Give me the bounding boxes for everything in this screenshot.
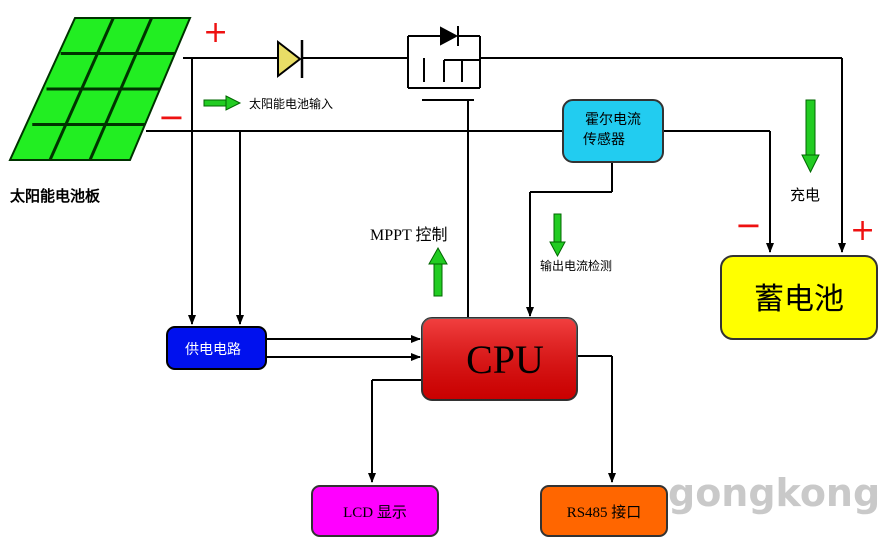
charge-label: 充电	[790, 186, 820, 204]
mppt-label: MPPT 控制	[370, 226, 448, 244]
rs485-label: RS485 接口	[567, 504, 642, 521]
diode-icon	[277, 39, 304, 79]
charge-arrow-icon	[801, 99, 820, 174]
power-circuit-label: 供电电路	[185, 342, 241, 358]
input-arrow-icon	[203, 95, 242, 111]
battery-plus-sign: +	[850, 213, 875, 248]
hall-sensor-box: 霍尔电流 传感器	[562, 99, 664, 163]
hall-sensor-line2: 传感器	[583, 131, 625, 148]
lcd-box: LCD 显示	[311, 485, 439, 537]
power-circuit-box: 供电电路	[166, 326, 267, 370]
battery-label: 蓄电池	[754, 282, 844, 317]
panel-minus-sign: −	[158, 98, 185, 136]
lcd-label: LCD 显示	[343, 505, 407, 521]
battery-minus-sign: −	[735, 206, 762, 244]
solar-panel-icon	[8, 17, 192, 161]
watermark-text: gongkong	[668, 471, 880, 515]
rs485-box: RS485 接口	[540, 485, 668, 537]
battery-box: 蓄电池	[720, 255, 878, 340]
hall-sensor-line1: 霍尔电流	[585, 112, 641, 128]
cpu-box: CPU	[421, 317, 578, 401]
input-label: 太阳能电池输入	[249, 96, 333, 111]
mppt-arrow-icon	[428, 246, 448, 297]
wires	[146, 57, 846, 483]
output-detect-label: 输出电流检测	[540, 258, 612, 273]
panel-plus-sign: +	[203, 15, 228, 50]
cpu-label: CPU	[466, 337, 544, 382]
mosfet-icon	[407, 26, 481, 89]
solar-panel-label: 太阳能电池板	[10, 187, 101, 205]
detect-arrow-icon	[549, 213, 566, 258]
